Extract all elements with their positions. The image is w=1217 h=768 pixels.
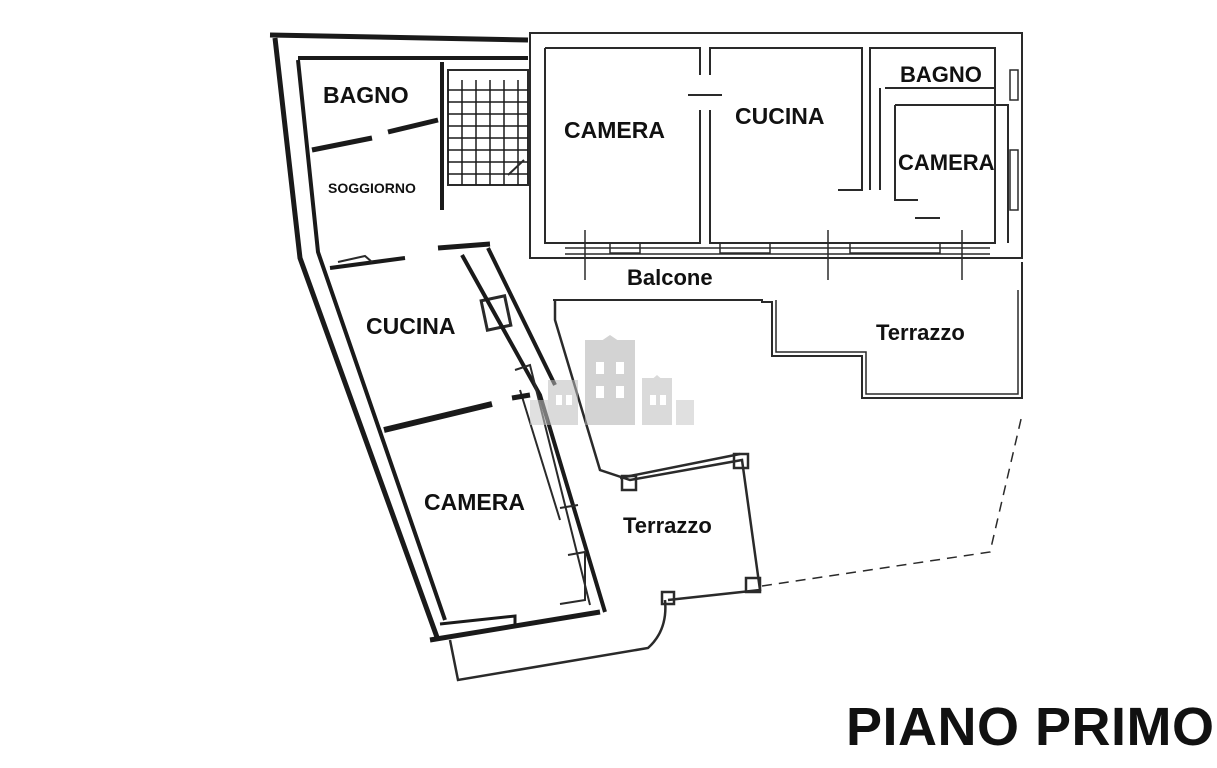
floor-title: PIANO PRIMO [846,697,1215,757]
label-left-bedroom: CAMERA [424,489,525,515]
label-left-kitchen: CUCINA [366,313,455,339]
label-right-bedroom-2: CAMERA [898,150,995,175]
left-unit-walls [269,32,667,682]
label-balcony: Balcone [627,265,713,290]
label-right-kitchen: CUCINA [735,103,824,129]
label-right-terrace: Terrazzo [876,320,965,345]
right-terrace-outline [553,262,1023,399]
label-right-bathroom: BAGNO [900,62,982,87]
right-unit-walls [529,32,1023,280]
staircase [447,69,529,186]
label-left-terrace: Terrazzo [623,513,712,538]
label-left-bathroom: BAGNO [323,82,409,108]
buildings-watermark-icon [530,335,694,425]
left-terrace-outline [553,300,1023,606]
label-left-living: SOGGIORNO [328,180,416,196]
label-right-bedroom-1: CAMERA [564,117,665,143]
